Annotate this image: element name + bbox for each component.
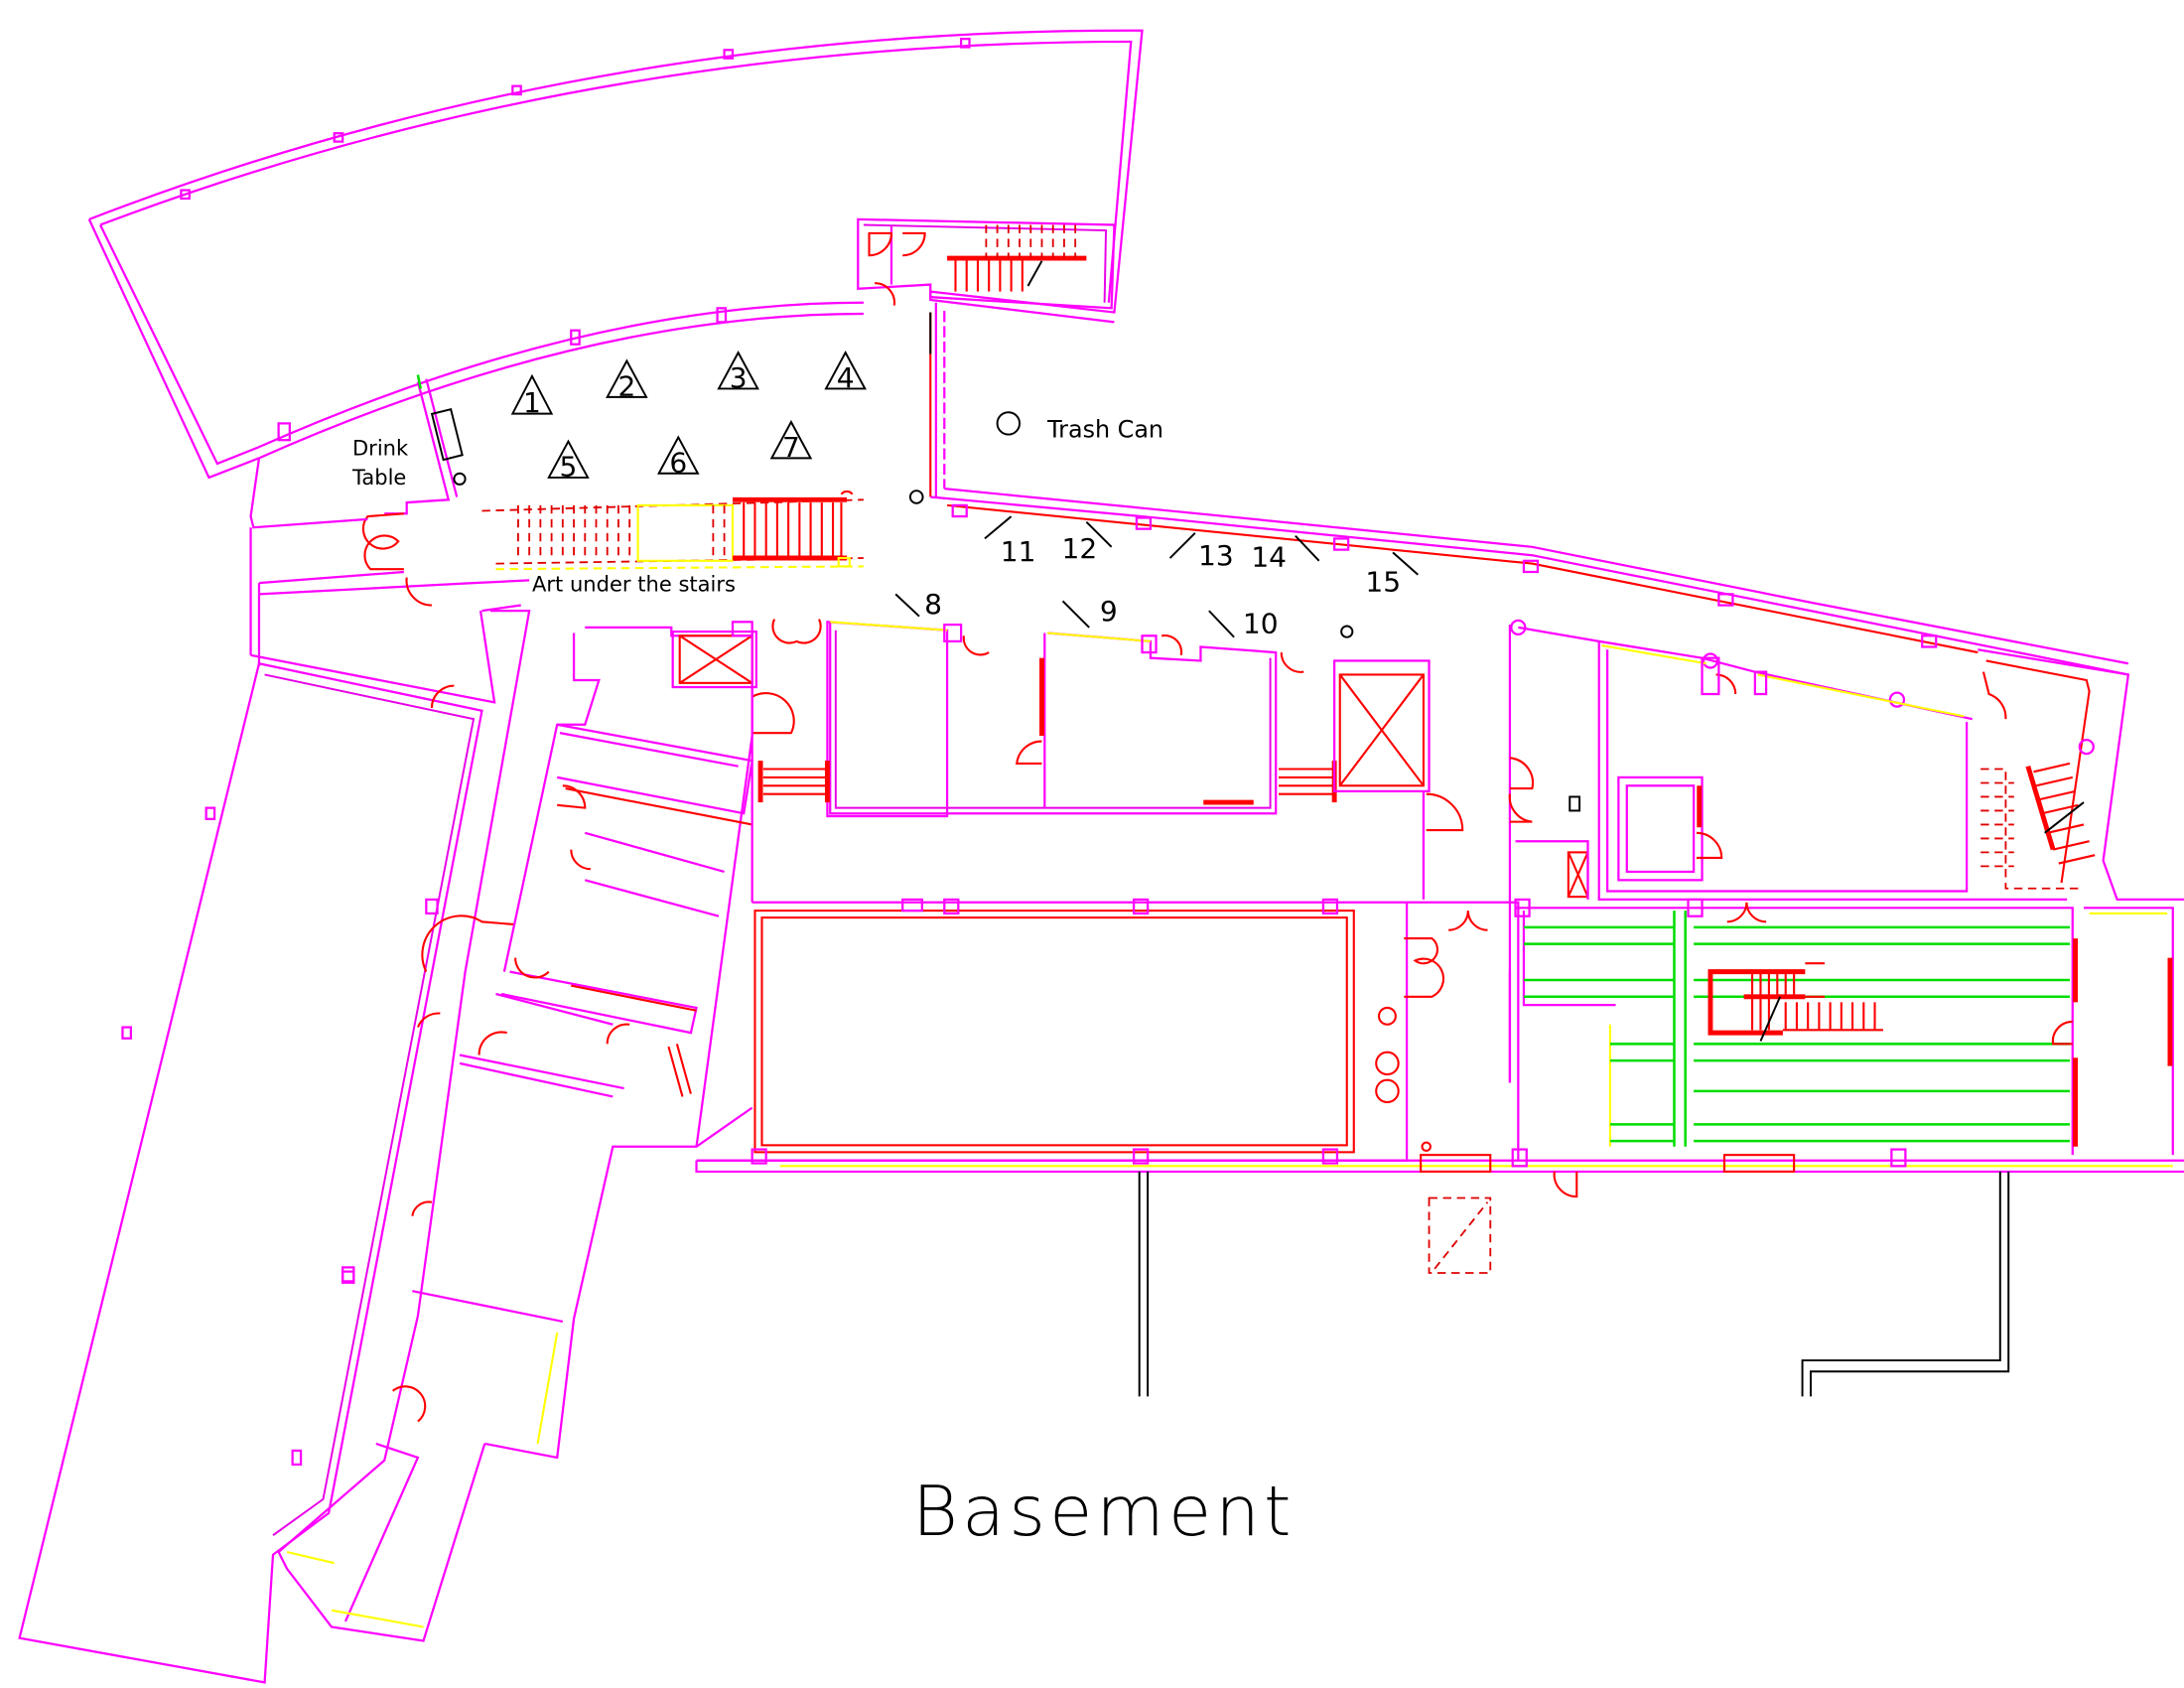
- triangle-marker-2: 2: [606, 358, 648, 402]
- wall-marker-12: 12: [1062, 520, 1113, 565]
- svg-text:15: 15: [1365, 566, 1401, 599]
- bridge-west: [757, 761, 830, 803]
- trash-can: Trash Can: [996, 411, 1163, 443]
- triangle-marker-6: 6: [657, 435, 700, 479]
- north-stair-core: [857, 217, 1116, 310]
- svg-text:8: 8: [924, 588, 942, 621]
- svg-text:1: 1: [523, 386, 541, 419]
- svg-text:14: 14: [1251, 540, 1287, 573]
- west-long-wing: [18, 610, 496, 1684]
- wall-marker-15: 15: [1365, 551, 1419, 599]
- triangle-marker-3: 3: [717, 351, 759, 394]
- parking-stall-lines: [1523, 911, 2070, 1147]
- art-triangle-markers: 1 2 3 4 5 6 7: [510, 351, 867, 484]
- svg-text:11: 11: [1001, 535, 1036, 568]
- trash-can-icon: [996, 411, 1022, 436]
- parking-area: [1407, 898, 2174, 1161]
- art-under-stairs-label: Art under the stairs: [532, 573, 736, 597]
- north-curved-wing: [87, 29, 1144, 480]
- floor-title: Basement: [912, 1471, 1296, 1552]
- wall-art-markers: 8 9 10 11 12 13 14 15: [894, 515, 1419, 640]
- exterior-ramps: [1138, 1171, 2010, 1397]
- bridge-east: [1279, 761, 1337, 803]
- lobby-staircase: [481, 490, 924, 571]
- svg-text:5: 5: [560, 451, 578, 484]
- west-corridor: [277, 604, 531, 1642]
- stair-treads-north: [954, 224, 1077, 292]
- elevator-shaft-east: [1333, 659, 1464, 900]
- wall-marker-14: 14: [1251, 534, 1320, 573]
- east-stair-treads: [1980, 762, 2096, 868]
- drink-table-label-2: Table: [351, 466, 406, 490]
- svg-text:4: 4: [837, 361, 855, 394]
- wall-marker-8: 8: [894, 588, 942, 621]
- svg-text:12: 12: [1062, 532, 1098, 565]
- south-exterior-wall: [695, 1141, 2184, 1198]
- central-gallery-rooms: [751, 619, 1337, 903]
- triangle-marker-4: 4: [824, 351, 867, 394]
- svg-text:13: 13: [1198, 539, 1234, 572]
- triangle-marker-7: 7: [769, 419, 813, 464]
- wall-marker-11: 11: [984, 515, 1036, 568]
- svg-text:6: 6: [669, 446, 687, 479]
- wall-marker-9: 9: [1061, 595, 1118, 629]
- wall-marker-10: 10: [1208, 608, 1279, 640]
- middle-room-cluster: [412, 626, 795, 1460]
- main-hall: [696, 898, 1445, 1165]
- svg-text:9: 9: [1100, 595, 1118, 628]
- svg-text:3: 3: [730, 361, 748, 394]
- elevator-shaft-west: [671, 621, 757, 689]
- wall-marker-13: 13: [1168, 532, 1234, 572]
- triangle-marker-1: 1: [510, 373, 554, 419]
- triangle-marker-5: 5: [547, 439, 590, 484]
- east-upper-rooms: [1508, 619, 2068, 1083]
- gallery-lobby: [249, 302, 2129, 676]
- svg-text:10: 10: [1243, 608, 1279, 640]
- lobby-stair-treads: [517, 502, 843, 561]
- svg-text:2: 2: [617, 369, 635, 402]
- drink-table-label-1: Drink: [352, 437, 409, 461]
- svg-text:7: 7: [782, 431, 800, 464]
- east-stair-core: [1978, 648, 2184, 902]
- dashed-hatch: [1428, 1196, 1492, 1274]
- parking-stair: [1707, 962, 1883, 1042]
- trash-can-label: Trash Can: [1046, 415, 1163, 443]
